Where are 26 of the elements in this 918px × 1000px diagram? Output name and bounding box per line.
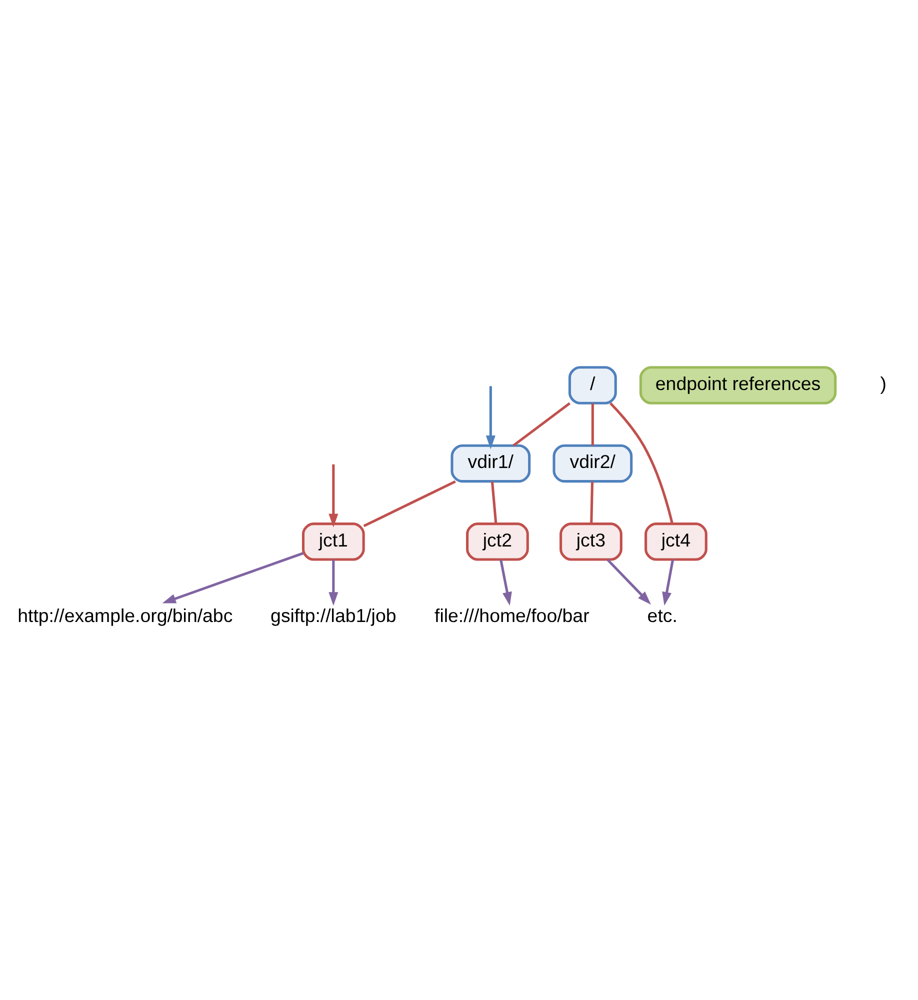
arrow bbox=[328, 560, 338, 606]
node-box: jct2 bbox=[466, 522, 529, 561]
node-box: jct3 bbox=[560, 522, 622, 561]
label: ) bbox=[880, 373, 886, 394]
connector bbox=[610, 402, 674, 524]
connector bbox=[590, 482, 594, 524]
arrow bbox=[500, 559, 512, 606]
node-text: etc. bbox=[647, 605, 678, 626]
arrow bbox=[328, 464, 338, 528]
arrow bbox=[606, 558, 651, 605]
node-text: http://example.org/bin/abc bbox=[18, 605, 233, 626]
node-box: jct1 bbox=[302, 522, 365, 561]
node-box: endpoint references bbox=[639, 366, 837, 404]
node-box: vdir1/ bbox=[450, 444, 531, 483]
node-box: / bbox=[568, 366, 617, 404]
node-text: gsiftp://lab1/job bbox=[270, 605, 396, 626]
node-box: vdir2/ bbox=[552, 444, 633, 483]
connector bbox=[591, 403, 594, 446]
arrow bbox=[662, 559, 674, 606]
node-text: file:///home/foo/bar bbox=[434, 605, 590, 626]
connector bbox=[363, 480, 456, 528]
node-box: jct4 bbox=[644, 522, 708, 561]
arrow bbox=[486, 386, 496, 450]
connector bbox=[512, 402, 571, 446]
arrow bbox=[162, 552, 304, 604]
connector bbox=[490, 482, 498, 524]
